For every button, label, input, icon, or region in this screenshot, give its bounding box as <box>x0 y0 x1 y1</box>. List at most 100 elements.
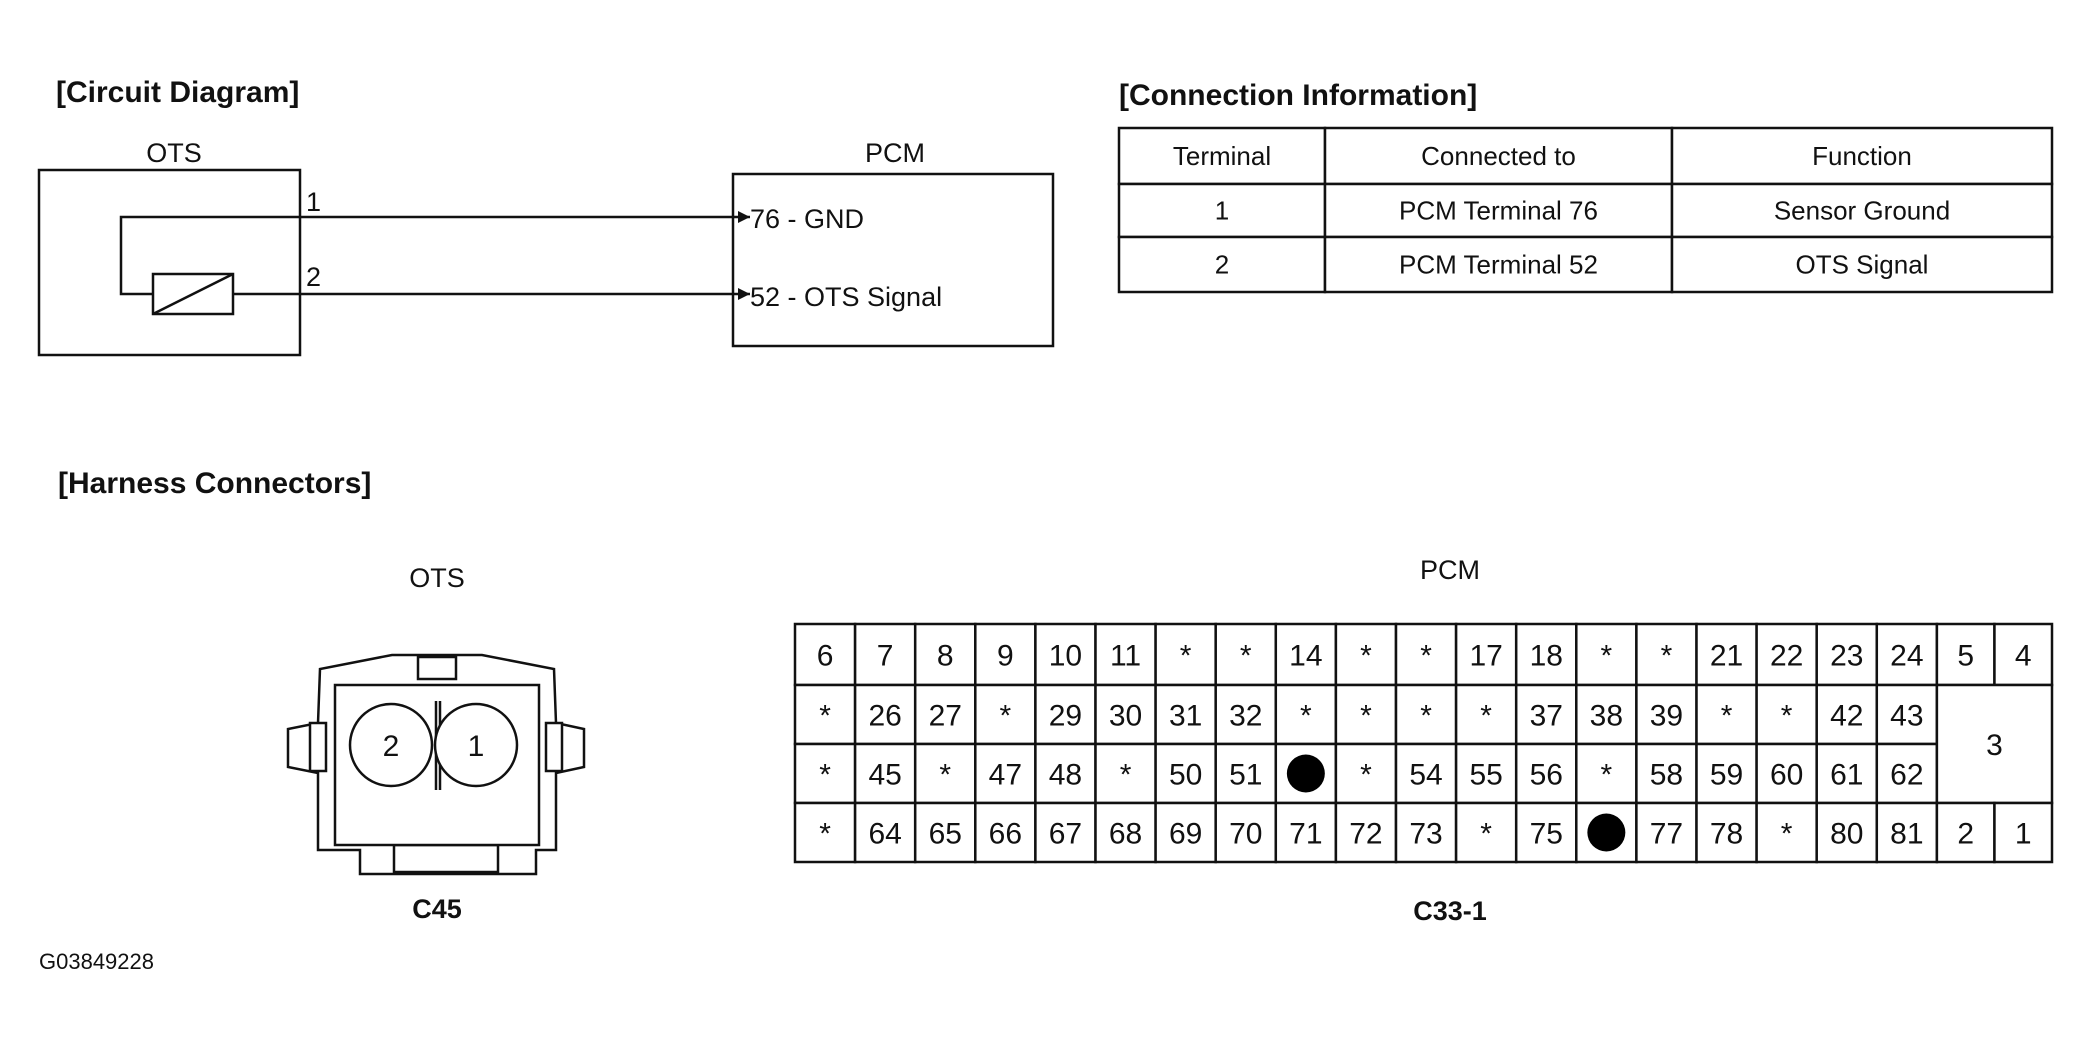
pcm-pin-cell: 55 <box>1454 742 1518 805</box>
svg-text:2: 2 <box>383 730 400 763</box>
pcm-pin-cell: * <box>793 801 857 864</box>
svg-text:71: 71 <box>1289 818 1322 851</box>
pcm-pin-cell: 70 <box>1214 801 1278 864</box>
table-cell: Sensor Ground <box>1670 182 2054 239</box>
svg-text:Sensor Ground: Sensor Ground <box>1774 196 1950 226</box>
pcm-pin-cell: 48 <box>1034 742 1097 805</box>
pcm-pin-cell: * <box>793 683 857 746</box>
pcm-pin-cell: 2 <box>1935 801 1996 864</box>
svg-text:17: 17 <box>1469 640 1502 673</box>
pcm-pin-cell: 81 <box>1875 801 1939 864</box>
pcm-pin-cell: * <box>1334 742 1398 805</box>
pcm-pin-cell: 68 <box>1094 801 1157 864</box>
ots-sensor-box <box>37 168 302 357</box>
pcm-pin-cell: 6 <box>793 622 857 687</box>
svg-text:32: 32 <box>1229 700 1262 733</box>
svg-text:1: 1 <box>468 730 485 763</box>
pcm-pin-cell: * <box>793 742 857 805</box>
pcm-pin-cell: 24 <box>1875 622 1939 687</box>
connection-info-heading: [Connection Information] <box>1119 79 1477 112</box>
filled-pin-marker <box>1286 754 1325 793</box>
pcm-pin-cell: * <box>913 742 977 805</box>
svg-text:65: 65 <box>929 818 962 851</box>
filled-pin-marker <box>1587 813 1626 852</box>
pcm-pin-cell: 4 <box>1993 622 2054 687</box>
pcm-pin-cell: 32 <box>1214 683 1278 746</box>
circuit-ots-label: OTS <box>146 138 202 168</box>
svg-text:*: * <box>819 818 831 851</box>
svg-text:*: * <box>1721 700 1733 733</box>
svg-text:67: 67 <box>1049 818 1082 851</box>
pcm-pin-cell: 22 <box>1755 622 1818 687</box>
table-cell: PCM Terminal 52 <box>1323 235 1674 294</box>
pcm-pin-cell: 71 <box>1274 801 1338 864</box>
svg-text:*: * <box>1480 818 1492 851</box>
svg-text:*: * <box>1601 640 1613 673</box>
pcm-pin-cell: * <box>1755 683 1818 746</box>
svg-text:43: 43 <box>1890 700 1923 733</box>
svg-text:55: 55 <box>1469 759 1502 792</box>
svg-text:77: 77 <box>1650 818 1683 851</box>
svg-text:31: 31 <box>1169 700 1202 733</box>
svg-text:*: * <box>1000 700 1012 733</box>
svg-text:*: * <box>1781 818 1793 851</box>
svg-text:27: 27 <box>929 700 962 733</box>
svg-text:1: 1 <box>2015 818 2032 851</box>
pcm-pin-cell: * <box>1334 622 1398 687</box>
pcm-pin-cell: 5 <box>1935 622 1996 687</box>
svg-text:37: 37 <box>1530 700 1563 733</box>
ots-connector-c45 <box>286 653 586 876</box>
pcm-pin-cell: * <box>1394 622 1458 687</box>
pcm-pin-cell: 77 <box>1635 801 1698 864</box>
svg-text:PCM Terminal 76: PCM Terminal 76 <box>1399 196 1598 226</box>
pcm-pin-cell: 54 <box>1394 742 1458 805</box>
pcm-pin-cell: 80 <box>1815 801 1879 864</box>
pcm-pin-cell: 45 <box>853 742 917 805</box>
wire-pin-2 <box>233 288 750 300</box>
svg-text:*: * <box>1420 700 1432 733</box>
svg-text:6: 6 <box>817 640 834 673</box>
table-header-cell: Function <box>1670 126 2054 186</box>
harness-connectors-heading: [Harness Connectors] <box>58 467 371 500</box>
svg-text:*: * <box>1360 700 1372 733</box>
svg-text:62: 62 <box>1890 759 1923 792</box>
pcm-pin-cell: 47 <box>974 742 1037 805</box>
pcm-pin-cell: 7 <box>853 622 917 687</box>
svg-text:OTS Signal: OTS Signal <box>1796 250 1929 280</box>
circuit-pin-1-label: 1 <box>306 187 321 217</box>
svg-text:*: * <box>1180 640 1192 673</box>
svg-text:2: 2 <box>1215 250 1229 280</box>
pcm-pin-cell: 30 <box>1094 683 1157 746</box>
svg-text:14: 14 <box>1289 640 1322 673</box>
pcm-pin-cell: 3 <box>1935 683 2054 805</box>
svg-text:*: * <box>819 759 831 792</box>
svg-text:58: 58 <box>1650 759 1683 792</box>
svg-text:80: 80 <box>1830 818 1863 851</box>
svg-text:9: 9 <box>997 640 1014 673</box>
table-header-cell: Connected to <box>1323 126 1674 186</box>
pcm-pin-cell: * <box>1154 622 1217 687</box>
ots-connector-id: C45 <box>412 894 462 924</box>
svg-text:22: 22 <box>1770 640 1803 673</box>
pcm-pin-cell: 38 <box>1575 683 1638 746</box>
pcm-pin-cell: * <box>1094 742 1157 805</box>
circuit-pin-2-label: 2 <box>306 262 321 292</box>
pcm-pin-cell: 26 <box>853 683 917 746</box>
table-header-cell: Terminal <box>1117 126 1327 186</box>
svg-text:*: * <box>939 759 951 792</box>
pcm-pin-cell: 9 <box>974 622 1037 687</box>
pcm-pin-cell: * <box>1334 683 1398 746</box>
pcm-pin-cell: 50 <box>1154 742 1217 805</box>
svg-text:*: * <box>1601 759 1613 792</box>
svg-text:Terminal: Terminal <box>1173 141 1271 171</box>
pcm-pin-cell: 65 <box>913 801 977 864</box>
svg-text:Function: Function <box>1812 141 1912 171</box>
pcm-pin-cell: * <box>1575 742 1638 805</box>
svg-text:PCM Terminal 52: PCM Terminal 52 <box>1399 250 1598 280</box>
pcm-pin-cell: 66 <box>974 801 1037 864</box>
pcm-pin-cell: 21 <box>1695 622 1758 687</box>
svg-text:26: 26 <box>868 700 901 733</box>
